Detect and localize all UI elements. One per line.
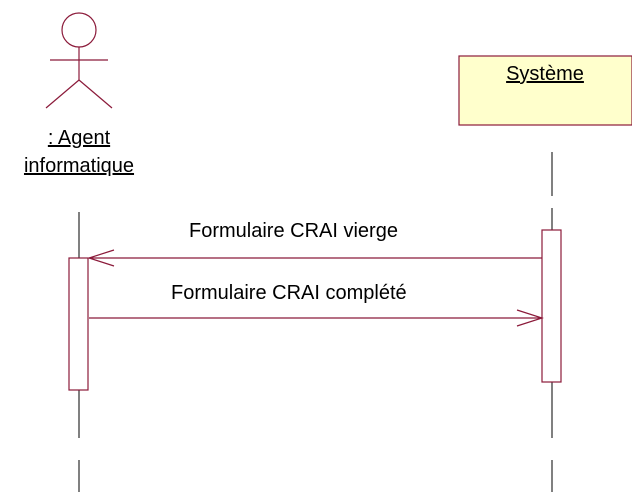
- actor-name-line1: : Agent: [47, 127, 111, 149]
- actor-activation-bar: [68, 257, 89, 391]
- message-arrow-1: [87, 249, 542, 267]
- system-activation-bar: [541, 229, 562, 383]
- actor-name: : Agent informatique: [0, 124, 158, 180]
- message-label-1: Formulaire CRAI vierge: [189, 220, 398, 242]
- system-object-name: Système: [506, 63, 584, 85]
- message-label-2: Formulaire CRAI complété: [171, 282, 407, 304]
- actor-figure-icon: [45, 12, 113, 109]
- system-object-box: [458, 55, 632, 126]
- message-arrow-2: [89, 309, 544, 327]
- actor-name-line2: informatique: [23, 155, 135, 177]
